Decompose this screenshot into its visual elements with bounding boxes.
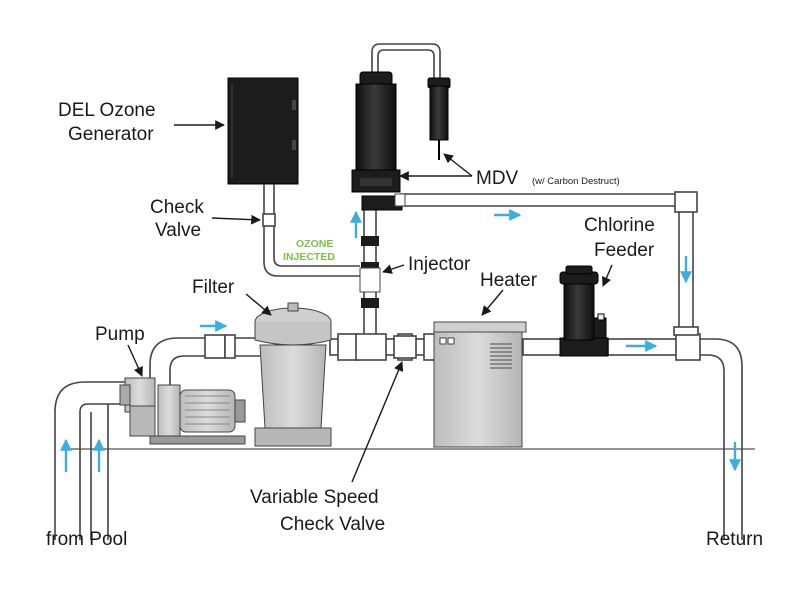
mdv-unit [351,43,451,193]
leader-lines [127,120,613,483]
label-ozone-injected-line2: INJECTED [283,251,335,263]
label-pump: Pump [95,324,145,345]
label-variable-speed-line1: Variable Speed [250,487,379,508]
label-check-valve-line1: Check [150,197,204,218]
label-variable-speed-line2: Check Valve [280,514,385,535]
ozone-feed-line [262,184,360,277]
label-ozone-injected-line1: OZONE [296,238,333,250]
label-mdv: MDV [476,168,519,189]
label-from-pool: from Pool [46,529,127,550]
variable-speed-check-valve [393,335,417,359]
label-ozone-generator-line2: Generator [68,124,154,145]
label-heater: Heater [480,270,538,291]
label-check-valve-line2: Valve [155,220,201,241]
label-chlorine-feeder-line1: Chlorine [584,215,655,236]
chlorine-feeder [559,265,609,357]
label-injector: Injector [408,254,471,275]
label-filter: Filter [192,277,235,298]
flow-arrows [60,209,741,472]
ozone-return-line [400,191,699,336]
label-ozone-generator-line1: DEL Ozone [58,100,156,121]
label-mdv-note: (w/ Carbon Destruct) [532,176,620,187]
pump [119,377,246,445]
filter [254,302,332,447]
intake-pipe [54,381,125,540]
heater [433,321,527,448]
label-return: Return [706,529,763,550]
injector-line [359,193,406,334]
ozone-generator [227,77,299,185]
label-chlorine-feeder-line2: Feeder [594,240,655,261]
